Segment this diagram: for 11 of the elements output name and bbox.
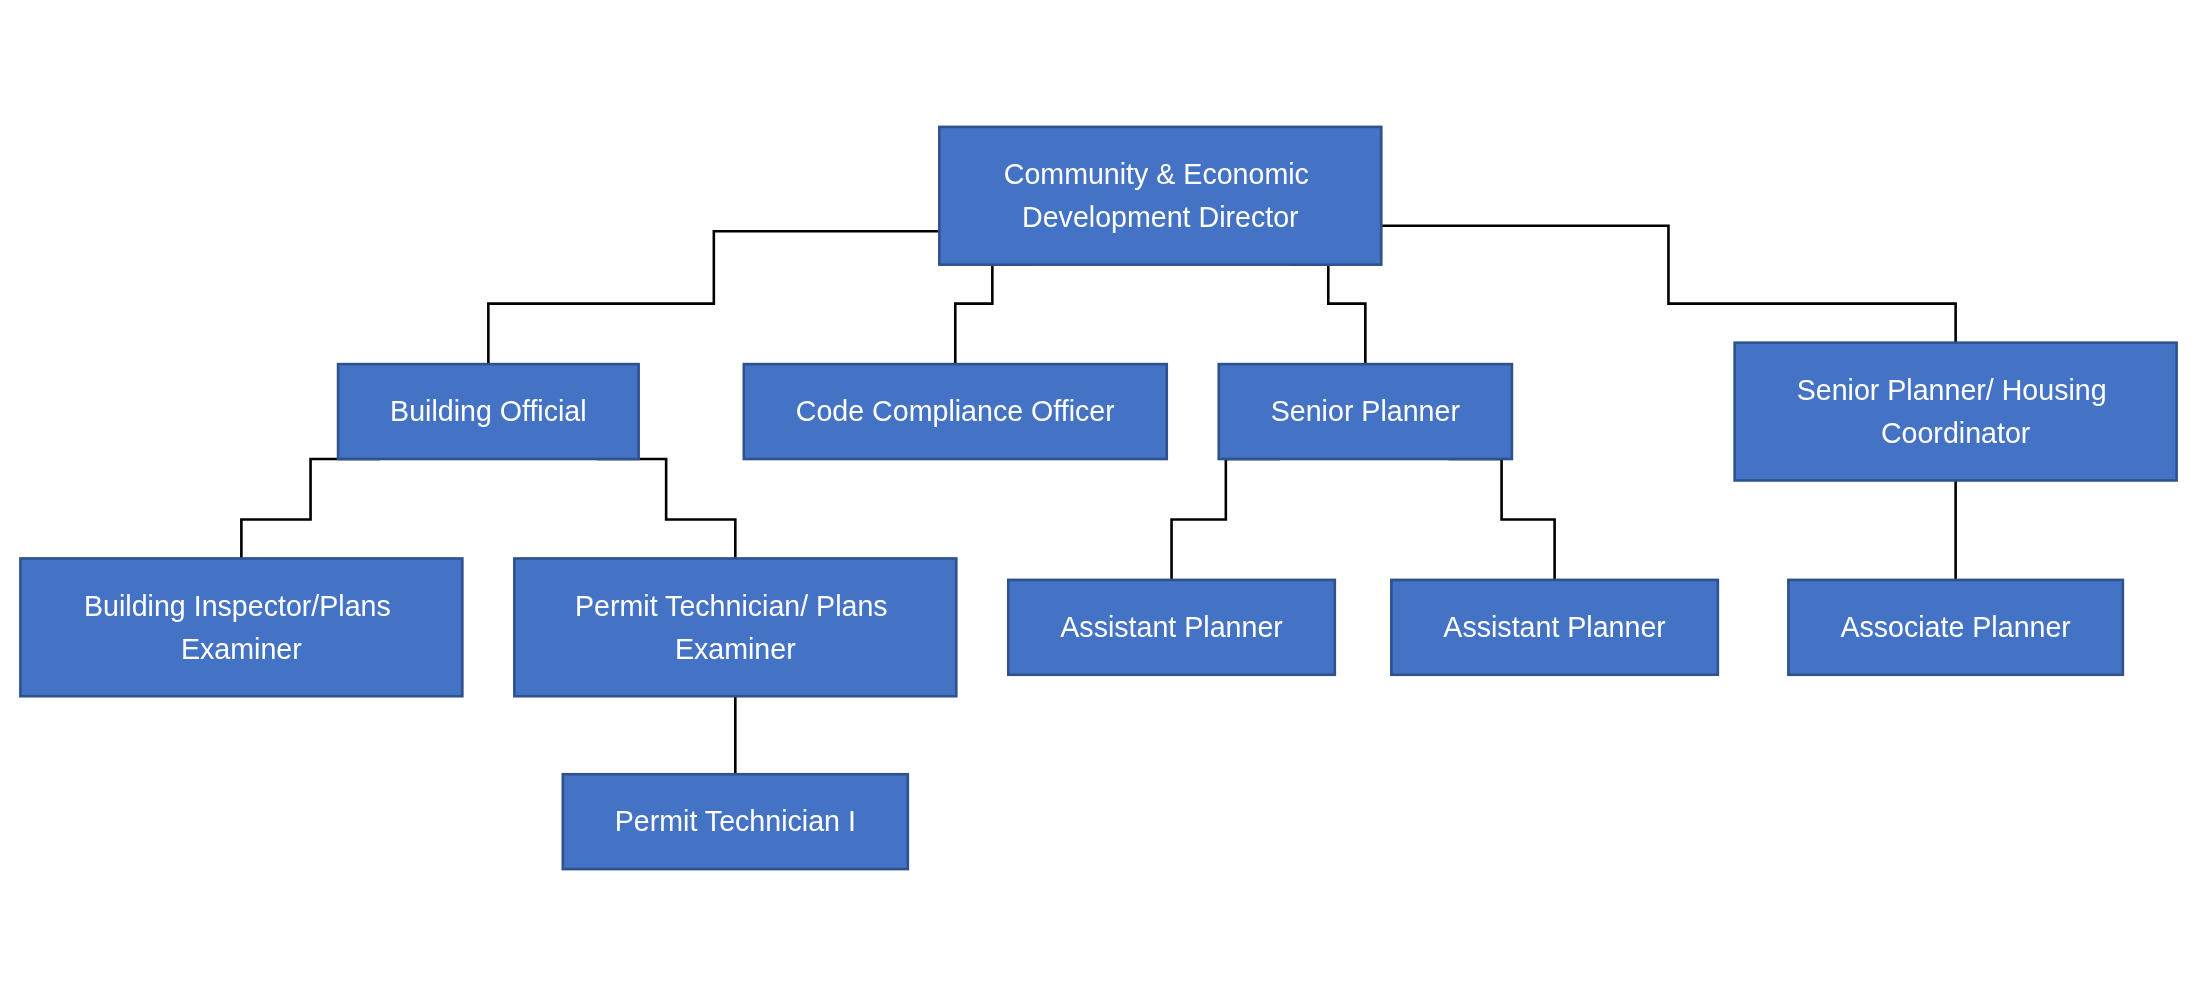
node-box: Senior Planner/ Housing Coordinator xyxy=(1733,341,2178,482)
node-box: Associate Planner xyxy=(1787,578,2125,677)
node-box: Building Official xyxy=(336,362,640,461)
node-box: Permit Technician I xyxy=(561,772,910,871)
node-box: Assistant Planner xyxy=(1390,578,1720,677)
node-box: Permit Technician/ Plans Examiner xyxy=(513,557,958,698)
node-box: Community & Economic Development Director xyxy=(938,125,1383,266)
node-box: Code Compliance Officer xyxy=(742,362,1169,461)
node-box: Building Inspector/Plans Examiner xyxy=(19,557,464,698)
node-box: Senior Planner xyxy=(1217,362,1514,461)
node-box: Assistant Planner xyxy=(1007,578,1337,677)
